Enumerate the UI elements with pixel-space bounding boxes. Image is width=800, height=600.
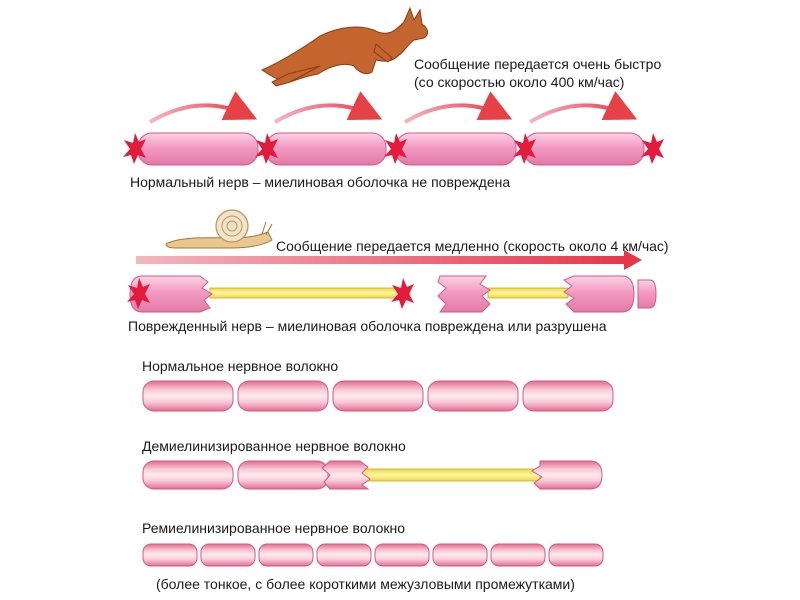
fast-message-label: Сообщение передается очень быстро (414, 56, 662, 72)
damaged-nodes-of-ranvier (127, 278, 414, 309)
impulse-jump-arrows (148, 91, 638, 124)
damaged-nerve (129, 275, 657, 313)
normal-fiber (142, 380, 614, 412)
slow-message-label: Сообщение передается медленно (скорость … (276, 238, 669, 254)
remyelinated-fiber-label: Ремиелинизированное нервное волокно (142, 520, 406, 536)
demyelinated-fiber-label: Демиелинизированное нервное волокно (142, 438, 406, 454)
kangaroo-icon (260, 6, 429, 87)
damaged-nerve-caption: Поврежденный нерв – миелиновая оболочка … (128, 318, 607, 334)
demyelinated-fiber (142, 460, 603, 490)
remyelinated-fiber (142, 543, 604, 567)
remyelinated-note: (более тонкое, с более короткими межузло… (156, 576, 575, 592)
nodes-of-ranvier (123, 133, 664, 164)
normal-fiber-label: Нормальное нервное волокно (142, 358, 339, 374)
snail-icon (165, 209, 273, 249)
normal-nerve-caption: Нормальный нерв – миелиновая оболочка не… (130, 174, 511, 190)
fast-speed-label: (со скоростью около 400 км/час) (414, 74, 625, 90)
normal-nerve (137, 132, 645, 166)
slow-arrow (136, 250, 642, 270)
